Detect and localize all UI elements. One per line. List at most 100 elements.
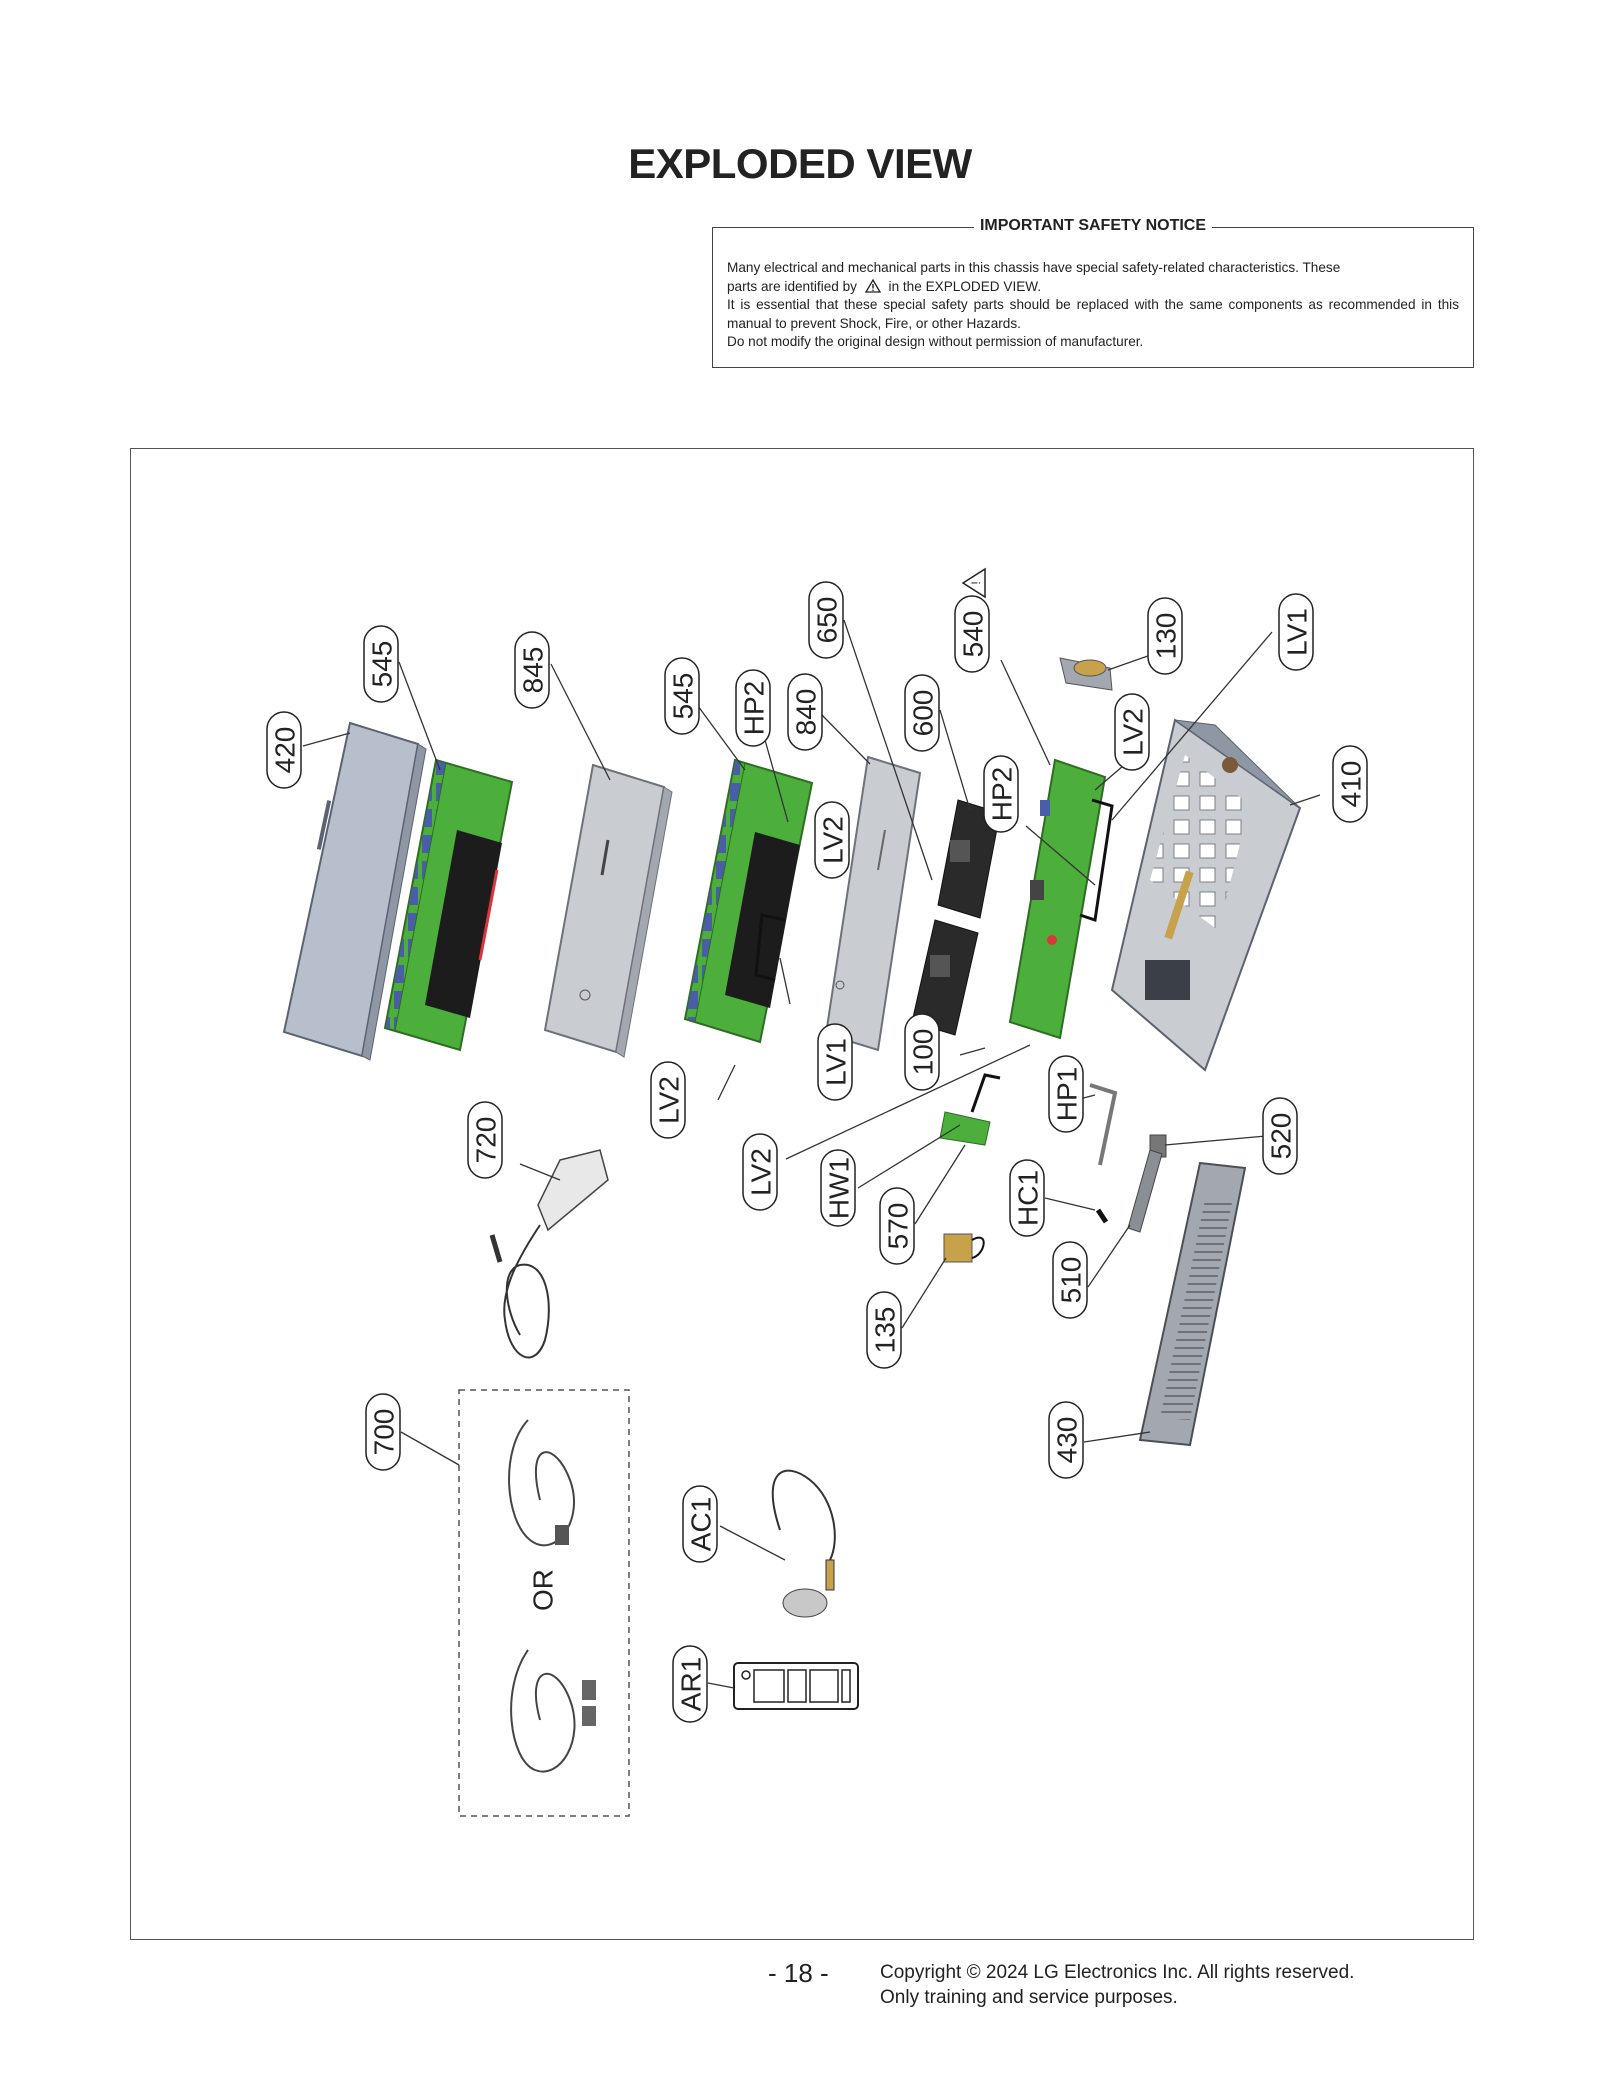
callout-840: 840 (787, 673, 823, 751)
callout-420-label: 420 (270, 727, 301, 774)
callout-ar1: AR1 (672, 1645, 708, 1723)
callout-420: 420 (266, 711, 302, 789)
callout-600: 600 (904, 674, 940, 752)
or-label: OR (528, 1569, 559, 1611)
callout-lv1-lower-label: LV1 (821, 1038, 852, 1086)
callout-845-label: 845 (518, 647, 549, 694)
safety-notice-box: IMPORTANT SAFETY NOTICE Many electrical … (712, 217, 1474, 368)
copyright-line-2: Only training and service purposes. (880, 1987, 1178, 2008)
callout-lv2-lower-left: LV2 (650, 1061, 686, 1139)
callout-ar1-label: AR1 (676, 1657, 707, 1711)
part-420-rear-panel (282, 721, 427, 1061)
svg-text:!: ! (969, 581, 983, 584)
callout-410-label: 410 (1336, 761, 1367, 808)
callout-430-label: 430 (1052, 1417, 1083, 1464)
notice-line-3: It is essential that these special safet… (727, 297, 1459, 331)
callout-lv2-lower-label: LV2 (746, 1148, 777, 1196)
part-hc1-cable (1095, 1208, 1109, 1224)
callout-540-label: 540 (958, 611, 989, 658)
part-840-plate (824, 755, 922, 1052)
callout-lv2-lower: LV2 (742, 1133, 778, 1211)
callout-135-label: 135 (870, 1307, 901, 1354)
notice-line-1: Many electrical and mechanical parts in … (727, 260, 1341, 275)
part-410-chassis (1110, 718, 1302, 1072)
callout-lv2-board-label: LV2 (1118, 708, 1149, 756)
callout-130-label: 130 (1151, 613, 1182, 660)
callout-720: 720 (467, 1101, 503, 1179)
callout-520-label: 520 (1266, 1113, 1297, 1160)
callout-hp1-label: HP1 (1052, 1067, 1083, 1121)
part-ar1-remote (733, 1662, 859, 1710)
notice-line-2-end: in the EXPLODED VIEW. (888, 278, 1042, 294)
callout-570: 570 (879, 1187, 915, 1265)
callout-lv1-top-label: LV1 (1282, 608, 1313, 656)
callout-540: 540 (954, 595, 990, 673)
part-570-board (939, 1073, 1001, 1146)
safety-notice-heading: IMPORTANT SAFETY NOTICE (973, 217, 1213, 234)
part-545-main-board-left (383, 758, 514, 1052)
callout-545-right: 545 (664, 657, 700, 735)
part-hp1-cable (1089, 1083, 1118, 1166)
callout-130: 130 (1147, 597, 1183, 675)
page-title: EXPLODED VIEW (628, 140, 972, 187)
diagram-frame (130, 448, 1474, 1940)
callout-720-label: 720 (471, 1117, 502, 1164)
copyright-line-1: Copyright © 2024 LG Electronics Inc. All… (880, 1962, 1355, 1983)
callout-410: 410 (1332, 745, 1368, 823)
callout-hw1: HW1 (820, 1149, 856, 1227)
notice-line-4: Do not modify the original design withou… (727, 334, 1144, 349)
page-number: - 18 - (768, 1958, 829, 1988)
callout-lv2-top-label: LV2 (818, 816, 849, 864)
callout-545-right-label: 545 (668, 673, 699, 720)
callout-600-label: 600 (908, 690, 939, 737)
leader-lines (302, 619, 1321, 1689)
part-720-adapter (489, 1149, 609, 1359)
callout-lv1-lower: LV1 (817, 1023, 853, 1101)
part-430-front-cover (1138, 1161, 1247, 1447)
callout-840-label: 840 (791, 689, 822, 736)
part-540-power-board (1008, 758, 1114, 1040)
part-130-speaker (1059, 657, 1113, 691)
callout-510-label: 510 (1056, 1257, 1087, 1304)
callout-hp1: HP1 (1048, 1055, 1084, 1133)
callout-520: 520 (1262, 1097, 1298, 1175)
callout-hc1-label: HC1 (1013, 1170, 1044, 1226)
callout-430: 430 (1048, 1401, 1084, 1479)
callout-lv2-top: LV2 (814, 801, 850, 879)
safety-notice-body: Many electrical and mechanical parts in … (727, 259, 1459, 352)
callout-510: 510 (1052, 1241, 1088, 1319)
callout-135: 135 (866, 1291, 902, 1369)
warning-triangle-icon (864, 278, 881, 293)
callout-570-label: 570 (883, 1203, 914, 1250)
notice-line-2-start: parts are identified by (727, 278, 857, 294)
callout-545-left: 545 (363, 625, 399, 703)
part-845-shield-plate (543, 763, 673, 1058)
callout-lv2-board: LV2 (1114, 693, 1150, 771)
callout-545-left-label: 545 (367, 641, 398, 688)
callout-100: 100 (904, 1013, 940, 1091)
notice-line-2: parts are identified by in the EXPLODED … (727, 278, 1459, 297)
callout-845: 845 (514, 631, 550, 709)
callout-700: 700 (365, 1393, 401, 1471)
callout-hp2-left: HP2 (735, 669, 771, 747)
callout-hp2-right: HP2 (983, 755, 1019, 833)
callout-hw1-label: HW1 (824, 1157, 855, 1219)
callout-hc1: HC1 (1009, 1159, 1045, 1237)
part-700-cords (458, 1389, 630, 1817)
safety-notice-heading-wrap: IMPORTANT SAFETY NOTICE (713, 217, 1473, 235)
callout-lv1-top: LV1 (1278, 593, 1314, 671)
part-600-brackets (911, 799, 1001, 1036)
callout-100-label: 100 (908, 1029, 939, 1076)
callout-ac1: AC1 (682, 1485, 718, 1563)
part-135-module (943, 1233, 985, 1263)
part-545-main-board-right (683, 758, 814, 1044)
part-ac1-sensor (771, 1469, 836, 1618)
callout-hp2-left-label: HP2 (739, 681, 770, 735)
callout-ac1-label: AC1 (686, 1497, 717, 1551)
callout-700-label: 700 (369, 1409, 400, 1456)
callout-hp2-right-label: HP2 (987, 767, 1018, 821)
warning-triangle-icon: ! (961, 567, 986, 599)
callout-650-label: 650 (812, 597, 843, 644)
callout-650: 650 (808, 581, 844, 659)
